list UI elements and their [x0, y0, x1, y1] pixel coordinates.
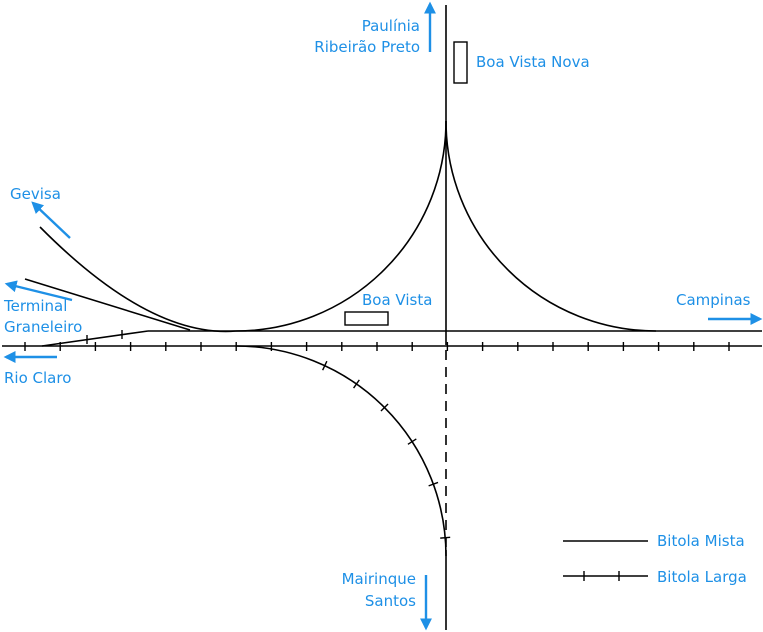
- broad-gauge-tie: [407, 438, 417, 445]
- legend: Bitola Mista Bitola Larga: [563, 532, 747, 586]
- destination-label-rio-claro: Rio Claro: [4, 369, 71, 387]
- broad-gauge-curve-ties: [322, 360, 451, 539]
- destination-label-terminal: Terminal: [3, 297, 67, 315]
- curve-to-mairinque: [235, 345, 447, 557]
- legend-mixed-gauge-label: Bitola Mista: [657, 532, 745, 550]
- legend-broad-gauge-label: Bitola Larga: [657, 568, 747, 586]
- station-label-boa-vista: Boa Vista: [362, 291, 432, 309]
- broad-gauge-tie: [353, 379, 360, 389]
- direction-arrows: [3, 1, 763, 631]
- tracks: [2, 5, 762, 630]
- destination-label-gevisa: Gevisa: [10, 185, 61, 203]
- destination-label-campinas: Campinas: [676, 291, 751, 309]
- destination-label-mairinque: Mairinque: [342, 570, 416, 588]
- broad-gauge-tie: [440, 536, 451, 539]
- broad-gauge-tie: [322, 360, 328, 371]
- gevisa-branch: [39, 226, 237, 333]
- curve-to-boa-vista-nova-west: [235, 120, 447, 332]
- terminal-graneleiro-branch: [24, 278, 191, 331]
- labels: Paulínia Ribeirão Preto Boa Vista Nova G…: [3, 17, 751, 610]
- broad-gauge-tie: [428, 481, 439, 487]
- terminal-graneleiro-arrow-icon: [4, 280, 73, 302]
- curve-to-boa-vista-nova-east: [445, 120, 657, 332]
- boa-vista-station: [344, 311, 389, 326]
- destination-label-paulinia: Paulínia: [362, 17, 420, 35]
- broad-gauge-tie: [380, 403, 389, 412]
- station-label-boa-vista-nova: Boa Vista Nova: [476, 53, 590, 71]
- destination-label-santos: Santos: [365, 592, 416, 610]
- broad-gauge-ties: [24, 330, 730, 351]
- destination-label-graneleiro: Graneleiro: [4, 318, 82, 336]
- destination-label-ribeirao-preto: Ribeirão Preto: [314, 38, 420, 56]
- boa-vista-nova-station: [453, 41, 468, 84]
- gevisa-arrow-icon: [31, 201, 71, 239]
